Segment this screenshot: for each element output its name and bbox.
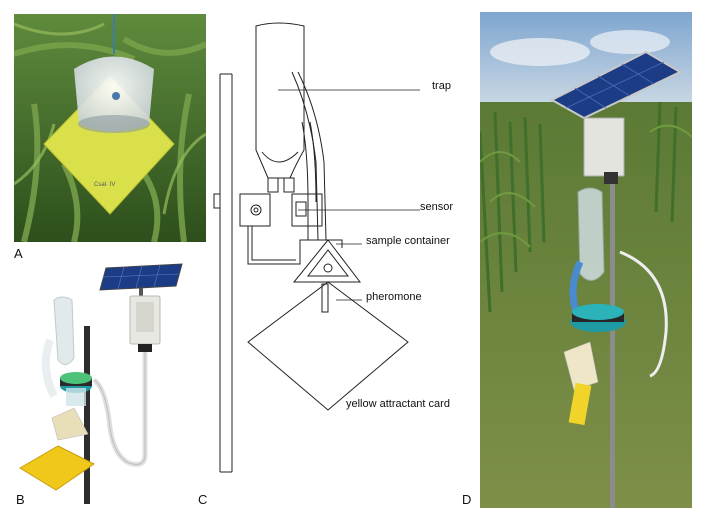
label-pheromone: pheromone [366,291,422,303]
solar-panel [99,263,183,291]
bottle-trap [255,22,305,179]
panel-b-render [14,258,206,504]
panel-b-letter: B [16,492,25,507]
label-yellow-card: yellow attractant card [346,398,450,410]
label-sensor: sensor [420,201,454,213]
sensor-housing [239,193,271,227]
panel-c-letter: C [198,492,208,507]
corn-field-photo: Csal· IV [14,14,206,242]
field-pole [610,162,615,508]
field-solar-panel [549,50,683,120]
field-sensor-box [583,117,625,177]
field-photo [480,12,692,508]
trap-render [14,258,206,504]
trap-schematic [213,22,420,473]
panel-a-photo: Csal· IV [14,14,206,242]
sample-container-outline [247,226,343,265]
label-sample-container: sample container [366,235,450,247]
panel-a-letter: A [14,246,23,261]
svg-text:Csal· IV: Csal· IV [94,182,115,188]
label-trap: trap [432,80,451,92]
pole [84,326,90,504]
yellow-card-outline [247,281,409,411]
panel-c-schematic: trap sensor sample container pheromone y… [212,12,474,510]
pheromone-dispenser [321,283,329,313]
panel-d-letter: D [462,492,472,507]
panel-d-photo [480,12,692,508]
